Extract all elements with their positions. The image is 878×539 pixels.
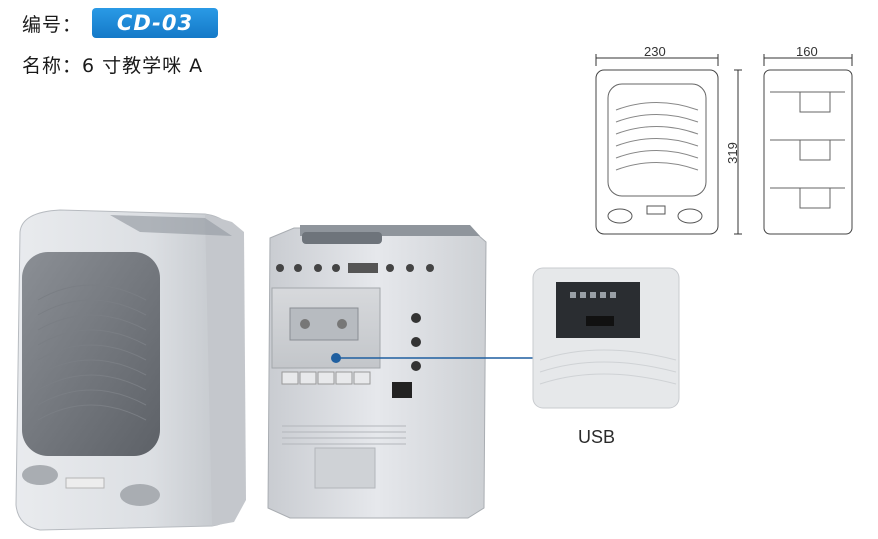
cassette-buttons [281, 371, 371, 385]
usb-callout [331, 267, 680, 409]
name-label: 名称： [22, 55, 83, 77]
height-dimension: 319 [725, 142, 740, 164]
usb-label: USB [578, 427, 616, 447]
back-vents [282, 425, 406, 445]
front-dimension-drawing: 230 319 [595, 44, 742, 235]
width-dimension: 230 [644, 44, 666, 59]
code-label: 编号： [22, 13, 83, 36]
side-dimension-drawing: 160 [763, 44, 853, 235]
speaker-grill-pattern [37, 284, 147, 421]
name-row: 名称：6 寸教学咪 A [22, 51, 203, 78]
code-row: 编号： CD-03 [22, 8, 219, 38]
speaker-front-view [15, 209, 246, 531]
depth-dimension: 160 [796, 44, 818, 59]
model-code-badge: CD-03 [92, 8, 219, 38]
product-name: 6 寸教学咪 A [82, 55, 204, 77]
speaker-back-view [267, 225, 487, 519]
back-panel-jacks [276, 263, 434, 273]
